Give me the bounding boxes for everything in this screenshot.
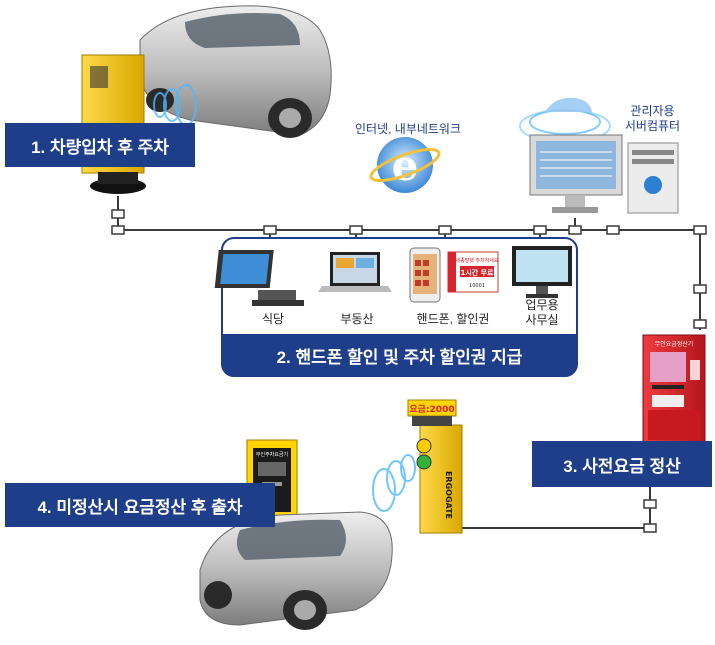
device-label-office: 업무용 사무실 — [497, 298, 587, 328]
device-label-office-line2: 사무실 — [525, 313, 559, 327]
ticket-number: 10001 — [469, 283, 485, 289]
server-label-line2: 서버컴퓨터 — [624, 119, 681, 133]
ticket-value: 1시간 무료 — [460, 268, 494, 277]
prepay-kiosk: 무인요금정산기 — [642, 334, 706, 451]
office-monitor-icon — [512, 246, 572, 298]
entry-car — [139, 5, 332, 138]
network-label: 인터넷, 내부네트워크 — [354, 122, 462, 136]
network-connectors — [111, 209, 707, 533]
device-label-realestate: 부동산 — [340, 312, 374, 326]
step-1-label: 1. 차량입차 후 주차 — [5, 123, 195, 167]
step-4-label: 4. 미정산시 요금정산 후 출차 — [5, 483, 275, 527]
laptop-icon — [318, 252, 392, 292]
exit-sensor-waves — [372, 454, 416, 512]
gate-brand: ERGOGATE — [444, 471, 453, 519]
ticket-title: 세종발렛 주차하세요 — [456, 257, 499, 264]
device-label-phone: 핸드폰, 할인권 — [416, 312, 490, 326]
server-label: 관리자용 서버컴퓨터 — [615, 104, 690, 134]
server-computer — [519, 97, 679, 214]
step-3-text: 3. 사전요금 정산 — [563, 456, 681, 476]
pos-terminal-icon — [214, 250, 304, 306]
device-label-office-line1: 업무용 — [525, 298, 559, 312]
kiosk-title: 무인요금정산기 — [655, 340, 694, 348]
step-3-label: 3. 사전요금 정산 — [532, 441, 712, 487]
device-label-restaurant: 식당 — [261, 312, 285, 326]
step-1-text: 1. 차량입차 후 주차 — [31, 137, 169, 157]
fee-display: 요금:2000 — [409, 404, 454, 415]
discount-ticket: 세종발렛 주차하세요 1시간 무료 10001 — [447, 251, 499, 293]
exit-barrier: 요금:2000 ERGOGATE — [407, 399, 463, 534]
step-2-label: 2. 핸드폰 할인 및 주차 할인권 지급 — [222, 334, 577, 376]
phone-icon — [409, 247, 441, 303]
step-2-text: 2. 핸드폰 할인 및 주차 할인권 지급 — [276, 347, 523, 367]
exit-car — [199, 511, 393, 630]
svg-text:e: e — [392, 141, 419, 190]
exit-machine-title: 무인주차요금기 — [256, 451, 288, 458]
step-4-text: 4. 미정산시 요금정산 후 출차 — [37, 497, 243, 517]
server-label-line1: 관리자용 — [630, 104, 675, 118]
network-globe-icon: e — [369, 137, 441, 193]
